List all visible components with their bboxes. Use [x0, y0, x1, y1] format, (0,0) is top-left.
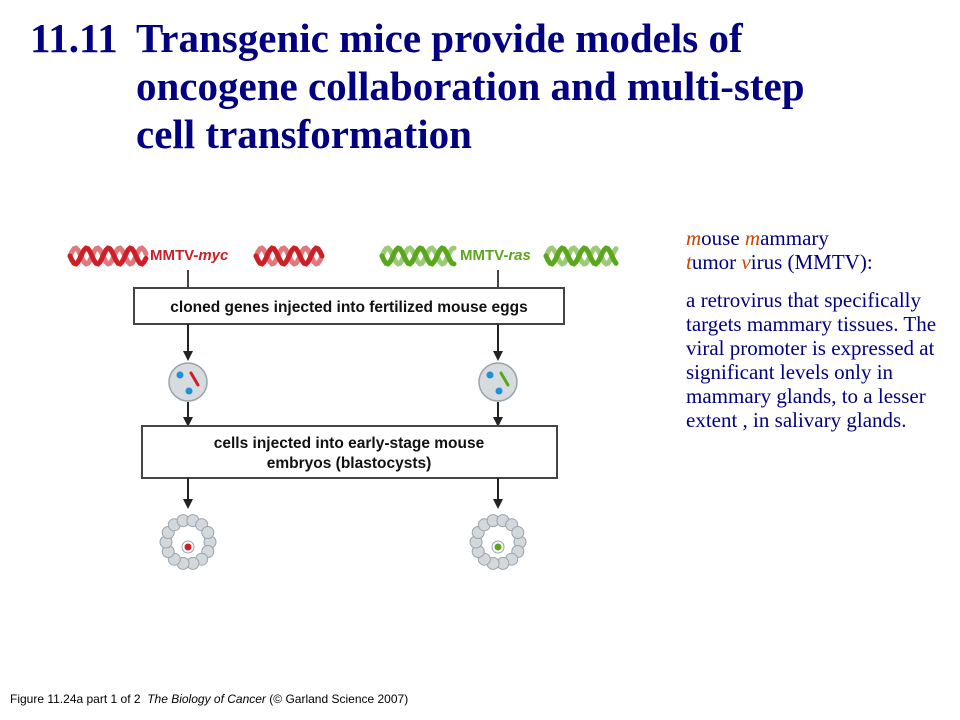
- gene-label-left: MMTV-myc: [150, 247, 229, 264]
- title-line-3: cell transformation: [136, 111, 472, 157]
- connector-helices: [187, 270, 499, 288]
- dna-helix-right: [379, 245, 619, 267]
- title-line-2: oncogene collaboration and multi-step: [136, 63, 805, 109]
- figure-number: Figure 11.24a part 1 of 2: [10, 692, 141, 706]
- blastocyst-cell: [201, 526, 215, 539]
- transgenic-mouse-diagram: MMTV-myc MMTV-ras cloned genes injected …: [60, 232, 620, 590]
- step-box-injection: cloned genes injected into fertilized mo…: [133, 287, 565, 325]
- blastocyst-cell: [511, 526, 525, 539]
- step-1-label: cloned genes injected into fertilized mo…: [170, 299, 527, 316]
- slide-number: 11.11: [30, 15, 118, 61]
- dna-helix-left: [67, 245, 325, 267]
- figure-caption: Figure 11.24a part 1 of 2 The Biology of…: [10, 692, 408, 706]
- step-2-label-line-2: embryos (blastocysts): [267, 455, 432, 472]
- mmtv-description: a retrovirus that specifically targets m…: [686, 288, 937, 432]
- step-box-embryo-injection: cells injected into early-stage mouse em…: [141, 425, 558, 479]
- title-line-1: Transgenic mice provide models of: [136, 15, 743, 61]
- fertilized-egg-right: [478, 362, 518, 402]
- step-2-label-line-1: cells injected into early-stage mouse: [214, 435, 485, 452]
- transgenic-cell-marker: [184, 543, 192, 551]
- blastocyst-left: [159, 514, 217, 570]
- book-title: The Biology of Cancer: [147, 692, 266, 706]
- fertilized-egg-left: [168, 362, 208, 402]
- transgenic-cell-marker: [494, 543, 502, 551]
- gene-label-right: MMTV-ras: [460, 247, 531, 264]
- copyright: (© Garland Science 2007): [269, 692, 409, 706]
- blastocyst-right: [469, 514, 527, 570]
